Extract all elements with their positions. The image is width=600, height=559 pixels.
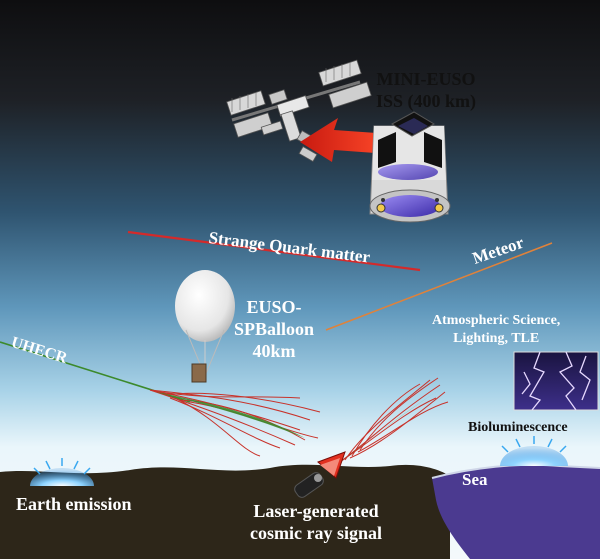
- laser-line2: cosmic ray signal: [250, 523, 382, 543]
- euso-balloon-line1: EUSO-: [246, 297, 302, 317]
- euso-balloon-line3: 40km: [252, 341, 296, 361]
- laser-signal-label: Laser-generated cosmic ray signal: [250, 500, 382, 544]
- tle-lightning-image: [513, 351, 599, 411]
- atmospheric-line2: Lighting, TLE: [453, 331, 540, 346]
- euso-balloon-line2: SPBalloon: [234, 319, 315, 339]
- mini-euso-instrument: [369, 111, 451, 223]
- bioluminescence-glow: [500, 446, 568, 466]
- earth-emission-label: Earth emission: [16, 494, 132, 514]
- atmospheric-science-label: Atmospheric Science, Lighting, TLE: [432, 312, 560, 348]
- laser-shower: [339, 377, 449, 463]
- laser-device: [294, 451, 346, 498]
- iss: [226, 59, 372, 163]
- mini-euso-label: MINI-EUSO ISS (400 km): [376, 68, 476, 112]
- strange-quark-track: [127, 230, 421, 272]
- sea-label: Sea: [462, 470, 488, 489]
- sea-area: [432, 464, 600, 559]
- atmospheric-line1: Atmospheric Science,: [432, 313, 561, 328]
- uhecr-shower: [149, 389, 321, 457]
- bioluminescence-label: Bioluminescence: [468, 420, 568, 435]
- laser-line1: Laser-generated: [253, 501, 379, 521]
- mini-euso-title: MINI-EUSO: [376, 69, 476, 89]
- pointer-arrow: [300, 118, 390, 162]
- euso-balloon: [175, 270, 235, 383]
- euso-balloon-label: EUSO- SPBalloon 40km: [234, 296, 314, 362]
- earth-emission-glow: [30, 468, 94, 486]
- meteor-track: [325, 242, 553, 331]
- ground: [0, 464, 450, 559]
- mini-euso-altitude: ISS (400 km): [376, 91, 477, 111]
